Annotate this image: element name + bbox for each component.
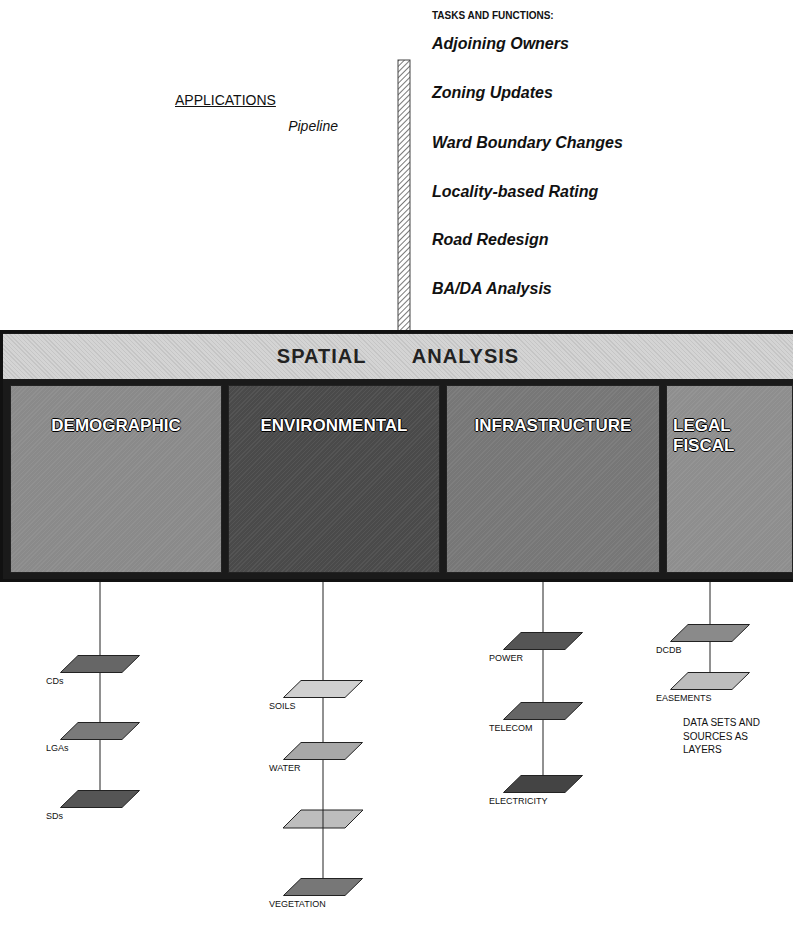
layer-shape: [283, 680, 363, 698]
layer-connector: [100, 740, 101, 790]
infrastructure-box: INFRASTRUCTURE: [446, 385, 660, 573]
layer-connector: [100, 573, 101, 655]
layer-shape: [503, 702, 583, 720]
layer-shape: [670, 672, 750, 690]
layer-label: ELECTRICITY: [489, 796, 583, 806]
layer-connector: [323, 698, 324, 742]
layer-shape: [60, 655, 140, 673]
task-item: Road Redesign: [432, 231, 548, 249]
layer-connector: [100, 673, 101, 722]
layer-plate: [61, 656, 140, 673]
task-item: Adjoining Owners: [432, 35, 569, 53]
layer-plate: [504, 776, 583, 793]
layer-plate: [284, 743, 363, 760]
layer-plate: [284, 681, 363, 698]
layer-label: WATER: [269, 763, 363, 773]
layer-connector: [323, 760, 324, 878]
layer-plate: [671, 625, 750, 642]
layer-label: POWER: [489, 653, 583, 663]
layer-plate: [284, 879, 363, 896]
layer-plate: [61, 791, 140, 808]
layer-connector: [543, 650, 544, 702]
data-layer: POWER: [503, 632, 583, 663]
data-layer: WATER: [283, 742, 363, 773]
layer-shape: [503, 775, 583, 793]
data-layer: LGAs: [60, 722, 140, 753]
section-heading: APPLICATIONS: [175, 92, 276, 108]
layer-label: TELECOM: [489, 723, 583, 733]
sector-title: LEGAL FISCAL: [667, 386, 749, 455]
layer-label: LGAs: [46, 743, 140, 753]
task-item: Ward Boundary Changes: [432, 134, 623, 152]
data-layer: EASEMENTS: [670, 672, 750, 703]
data-layer: ELECTRICITY: [503, 775, 583, 806]
layer-label: VEGETATION: [269, 899, 363, 909]
spatial-analysis-band: SPATIAL ANALYSIS DEMOGRAPHICENVIRONMENTAL…: [0, 330, 793, 582]
task-item: Zoning Updates: [432, 84, 553, 102]
layer-label: SDs: [46, 811, 140, 821]
layer-plate: [61, 723, 140, 740]
sector-title: INFRASTRUCTURE: [447, 386, 659, 436]
pipeline-label: Pipeline: [288, 118, 338, 134]
task-item: Locality-based Rating: [432, 183, 598, 201]
layer-shape: [60, 722, 140, 740]
band-title: SPATIAL ANALYSIS: [3, 334, 793, 379]
layer-shape: [60, 790, 140, 808]
data-layer: SOILS: [283, 680, 363, 711]
layer-plate: [671, 673, 750, 690]
data-layer: TELECOM: [503, 702, 583, 733]
layer-shape: [283, 742, 363, 760]
layer-connector: [323, 573, 324, 680]
layer-connector: [543, 720, 544, 775]
data-layer: VEGETATION: [283, 878, 363, 909]
section-heading: TASKS AND FUNCTIONS:: [432, 10, 554, 21]
data-layer: DCDB: [670, 624, 750, 655]
layer-shape: [670, 624, 750, 642]
layers-note: DATA SETS AND SOURCES AS LAYERS: [683, 716, 787, 757]
layer-label: DCDB: [656, 645, 750, 655]
legal-fiscal-box: LEGAL FISCAL: [666, 385, 793, 573]
layer-plate: [504, 633, 583, 650]
layer-shape: [283, 878, 363, 896]
sector-title: DEMOGRAPHIC: [11, 386, 221, 436]
layer-shape: [503, 632, 583, 650]
data-layer: SDs: [60, 790, 140, 821]
task-item: BA/DA Analysis: [432, 280, 552, 298]
demographic-box: DEMOGRAPHIC: [10, 385, 222, 573]
layer-label: SOILS: [269, 701, 363, 711]
sector-title: ENVIRONMENTAL: [229, 386, 439, 436]
layer-connector: [710, 642, 711, 672]
layer-label: EASEMENTS: [656, 693, 750, 703]
data-layer: CDs: [60, 655, 140, 686]
environmental-box: ENVIRONMENTAL: [228, 385, 440, 573]
pipeline-bar: [398, 60, 410, 331]
layer-label: CDs: [46, 676, 140, 686]
layer-plate: [504, 703, 583, 720]
